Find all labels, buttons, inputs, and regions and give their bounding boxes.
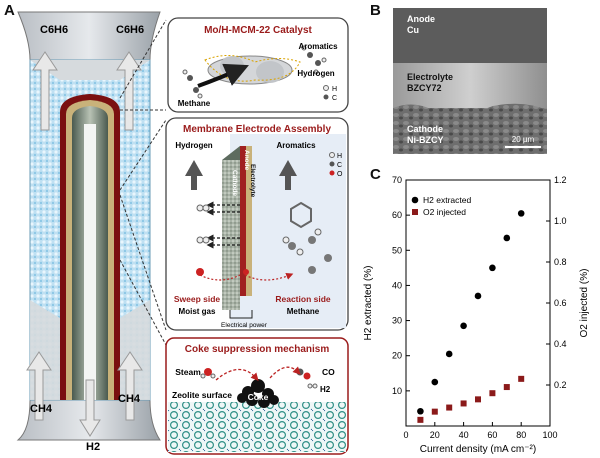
label-c6h6-left: C6H6	[40, 24, 68, 36]
sem-cathode-mat: Ni-BZCY	[407, 135, 444, 145]
y-right-tick-label: 0.8	[554, 257, 567, 267]
label-ch4-right: CH4	[118, 393, 141, 405]
label-h2-bottom: H2	[86, 441, 100, 453]
mea-electrical-power: Electrical power	[221, 322, 268, 329]
legend-marker-o2	[412, 209, 418, 215]
y-left-tick-label: 20	[392, 351, 402, 361]
mea-legend-o: O	[337, 171, 343, 178]
x-tick-label: 20	[430, 430, 440, 440]
x-tick-label: 40	[459, 430, 469, 440]
o2-injected-point	[475, 396, 481, 403]
mea-cathode-label: Cathode	[231, 170, 238, 196]
membrane-tube	[60, 94, 120, 400]
mea-sweep-side: Sweep side	[174, 294, 221, 304]
y-right-axis-label: O2 injected (%)	[579, 269, 590, 338]
coke-label: Coke	[248, 392, 269, 402]
y-left-axis-label: H2 extracted (%)	[363, 265, 374, 340]
panel-b-letter: B	[370, 2, 381, 19]
catalyst-hydrogen-label: Hydrogen	[297, 69, 334, 78]
chart-panel-c: 0 20 40 60 80 100 10 20 30 40 50 60 70 0.2 0.4 0.6 0.8 1.…	[363, 175, 590, 455]
catalyst-title: Mo/H-MCM-22 Catalyst	[204, 25, 312, 36]
mea-electrolyte-label: Electrolyte	[249, 164, 256, 198]
y-left-tick-label: 40	[392, 280, 402, 290]
o2-injected-point	[431, 408, 438, 415]
coke-co: CO	[322, 367, 335, 377]
h2-extracted-point	[417, 407, 424, 415]
x-tick-label: 80	[516, 430, 526, 440]
mea-methane: Methane	[287, 307, 320, 316]
sem-electrolyte-mat: BZCY72	[407, 83, 442, 93]
o2-injected-point	[503, 384, 510, 391]
mea-hydrogen-label: Hydrogen	[175, 141, 212, 150]
catalyst-legend-c: C	[332, 95, 337, 102]
h2-extracted-point	[474, 292, 482, 300]
o2-injected-point	[446, 404, 453, 411]
mea-moist-gas: Moist gas	[179, 307, 216, 316]
y-right-tick-label: 0.4	[554, 339, 567, 349]
y-right-tick-label: 0.2	[554, 380, 567, 390]
o2-injected-point	[518, 375, 525, 382]
sem-image: Anode Cu Electrolyte BZCY72 Cathode Ni-B…	[393, 8, 547, 154]
h2-extracted-point	[517, 210, 525, 217]
catalyst-legend-h: H	[332, 86, 337, 93]
label-ch4-left: CH4	[30, 403, 53, 415]
flow-arrows	[26, 51, 143, 437]
y-left-tick-label: 50	[392, 245, 402, 255]
coke-h2: H2	[320, 385, 331, 394]
catalyst-aromatics-label: Aromatics	[298, 42, 338, 51]
h2-extracted-point	[445, 350, 453, 358]
legend-marker-h2	[411, 196, 419, 204]
x-tick-label: 0	[403, 430, 408, 440]
h2-extracted-point	[489, 264, 496, 272]
sem-cathode: Cathode	[407, 124, 443, 134]
sem-scale-label: 20 µm	[512, 135, 535, 144]
mea-anode-label: Anode	[243, 150, 250, 171]
coke-steam: Steam	[175, 367, 201, 377]
h2-extracted-point	[431, 378, 439, 386]
panel-a-letter: A	[4, 2, 15, 19]
mea-title: Membrane Electrode Assembly	[183, 124, 331, 135]
o2-injected-point	[417, 416, 424, 423]
h2-extracted-point	[460, 322, 467, 330]
catalyst-methane-label: Methane	[178, 99, 211, 108]
mea-reaction-side: Reaction side	[275, 294, 331, 304]
legend-label-h2: H2 extracted	[423, 195, 471, 205]
o2-injected-point	[460, 400, 467, 407]
x-tick-label: 100	[542, 430, 557, 440]
catalyst-box: Mo/H-MCM-22 Catalyst Aromatics Hydrogen …	[167, 17, 349, 113]
y-left-tick-label: 30	[392, 316, 402, 326]
mea-box: Membrane Electrode Assembly Hydrogen Aro…	[165, 117, 349, 331]
y-right-tick-label: 1.0	[554, 216, 567, 226]
y-right-tick-label: 0.6	[554, 298, 567, 308]
mea-legend-c: C	[337, 162, 342, 169]
o2-injected-point	[489, 390, 496, 397]
coke-box: Coke suppression mechanism Coke Steam CO…	[165, 337, 349, 455]
sem-anode-mat: Cu	[407, 25, 419, 35]
y-left-tick-label: 10	[392, 386, 402, 396]
coke-title: Coke suppression mechanism	[185, 344, 330, 355]
y-left-tick-label: 70	[392, 175, 402, 185]
x-axis-label: Current density (mA cm⁻²)	[420, 444, 536, 455]
y-left-tick-label: 60	[392, 210, 402, 220]
h2-extracted-point	[503, 234, 511, 242]
panel-c-letter: C	[370, 166, 381, 183]
legend-label-o2: O2 injected	[423, 207, 466, 217]
mea-aromatics-label: Aromatics	[276, 141, 316, 150]
panel-a-illustration: Mo/H-MCM-22 Catalyst Aromatics Hydrogen …	[16, 11, 349, 455]
sem-anode: Anode	[407, 14, 435, 24]
coke-zeolite: Zeolite surface	[172, 390, 232, 400]
callout-lines	[119, 19, 167, 346]
y-right-tick-label: 1.2	[554, 175, 567, 185]
sem-electrolyte: Electrolyte	[407, 72, 453, 82]
x-tick-label: 60	[487, 430, 497, 440]
mea-legend-h: H	[337, 153, 342, 160]
label-c6h6-right: C6H6	[116, 24, 144, 36]
